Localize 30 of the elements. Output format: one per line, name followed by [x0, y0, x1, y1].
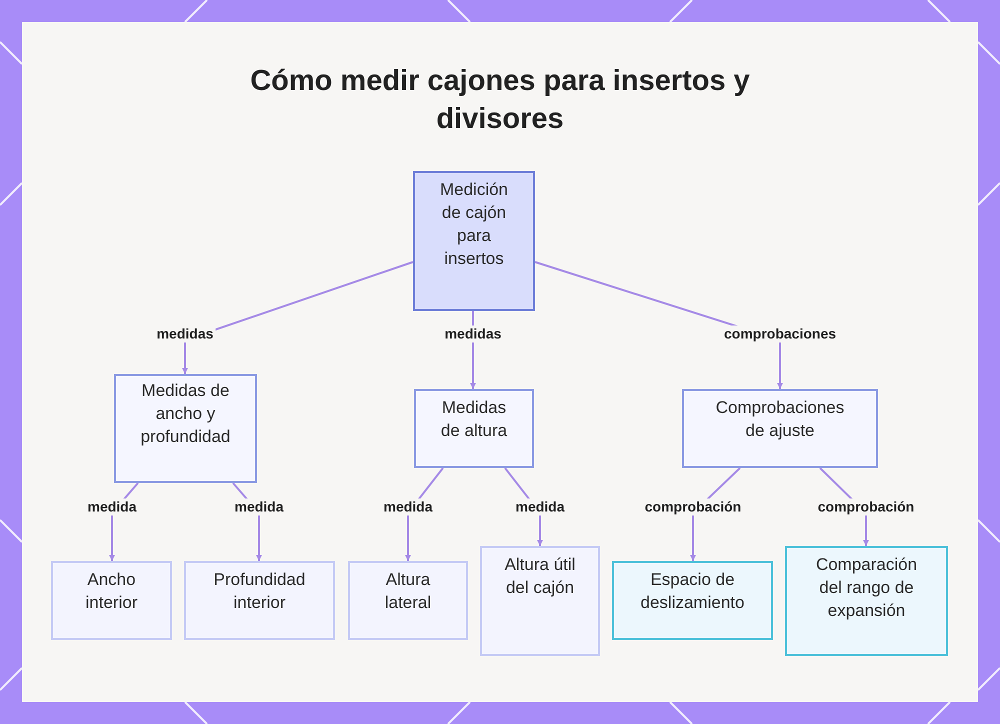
- edge-label: medida: [86, 498, 138, 516]
- edge-label: medida: [232, 498, 286, 516]
- diagram-title: Cómo medir cajones para insertos y divisores: [249, 64, 751, 137]
- process-box: [413, 171, 535, 311]
- node-text: Altura lateral: [384, 569, 432, 614]
- node-text: Profundidad interior: [212, 569, 306, 614]
- process-box: [184, 561, 335, 640]
- process-box: [51, 561, 172, 640]
- node-text: Altura útil del cajón: [504, 554, 576, 599]
- node-text: Medidas de altura: [440, 397, 508, 442]
- node-text: Comparación del rango de expansión: [814, 554, 918, 622]
- edge-label: medida: [514, 498, 566, 516]
- edge-label: medidas: [442, 326, 504, 342]
- process-box: [785, 546, 948, 656]
- node-text: Ancho interior: [84, 569, 138, 614]
- edge-label: comprobación: [816, 498, 916, 516]
- node-text: Comprobaciones de ajuste: [714, 397, 846, 442]
- process-box: [414, 389, 534, 468]
- edge-label: medidas: [154, 326, 216, 342]
- process-box: [612, 561, 773, 640]
- process-box: [348, 561, 468, 640]
- process-box: [682, 389, 878, 468]
- node-text: Medición de cajón para insertos: [438, 179, 510, 270]
- node-text: Medidas de ancho y profundidad: [140, 380, 232, 448]
- node-text: Espacio de deslizamiento: [640, 569, 746, 614]
- process-box: [114, 374, 257, 483]
- edge-label: medida: [382, 498, 434, 516]
- process-box: [480, 546, 600, 656]
- edge-label: comprobación: [642, 498, 744, 516]
- edge-label: comprobaciones: [722, 326, 838, 342]
